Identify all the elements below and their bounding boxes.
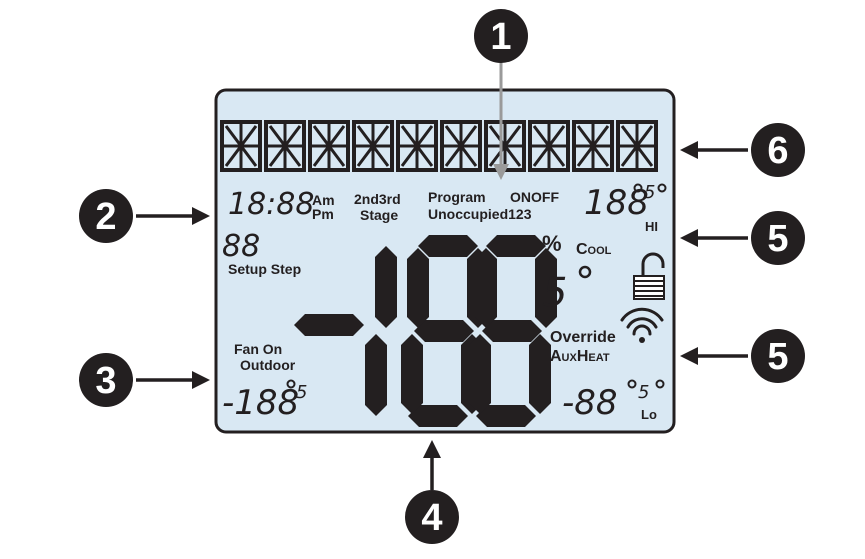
override-label: Override bbox=[550, 329, 616, 346]
callout-3: 3 bbox=[79, 353, 133, 407]
setpoint-hi-readout: 188 bbox=[584, 183, 649, 223]
svg-text:1: 1 bbox=[490, 16, 511, 58]
auxheat-label: AuxHeat bbox=[550, 348, 610, 365]
outdoor-temp-readout: -188 bbox=[222, 383, 299, 423]
degree-icon bbox=[657, 183, 667, 193]
program-label: Program bbox=[428, 189, 486, 205]
digit-8-segment bbox=[535, 248, 557, 328]
callout-4: 4 bbox=[405, 490, 459, 544]
clock-readout: 18:88 bbox=[228, 187, 314, 222]
unoccupied-label: Unoccupied123 bbox=[428, 206, 532, 222]
callout-1: 1 bbox=[474, 9, 528, 63]
sixteen-segment-char bbox=[264, 120, 306, 172]
digit-1-segment bbox=[365, 334, 387, 416]
sixteen-segment-char bbox=[308, 120, 350, 172]
am-label: Am bbox=[312, 192, 335, 208]
stage-label: Stage bbox=[360, 207, 399, 223]
main-temperature-display bbox=[294, 235, 557, 427]
setpoint-lo-fraction: 5 bbox=[638, 382, 649, 403]
callout-2: 2 bbox=[79, 189, 133, 243]
lock-icon bbox=[633, 252, 665, 300]
degree-icon bbox=[627, 379, 637, 389]
digit-8-segment bbox=[486, 235, 546, 257]
sixteen-segment-char bbox=[396, 120, 438, 172]
digit-8-segment bbox=[408, 405, 468, 427]
digit-8-segment bbox=[469, 334, 491, 414]
degree-icon bbox=[578, 265, 592, 279]
digit-8-segment bbox=[407, 248, 429, 328]
main-temp-fraction: 5 bbox=[542, 270, 567, 316]
callout-5-upper: 5 bbox=[751, 211, 805, 265]
sixteen-segment-char bbox=[528, 120, 570, 172]
digit-8-segment bbox=[418, 235, 478, 257]
digit-1-segment bbox=[375, 246, 397, 328]
svg-text:6: 6 bbox=[767, 130, 788, 172]
cool-label: Cool bbox=[576, 241, 612, 258]
svg-text:5: 5 bbox=[767, 218, 788, 260]
sixteen-segment-char bbox=[484, 120, 526, 172]
setpoint-hi-fraction: 5 bbox=[644, 182, 655, 203]
sixteen-segment-char bbox=[616, 120, 658, 172]
sixteen-segment-char bbox=[572, 120, 614, 172]
svg-text:2: 2 bbox=[95, 196, 116, 238]
minus-segment bbox=[294, 314, 364, 336]
pm-label: Pm bbox=[312, 206, 334, 222]
degree-icon bbox=[286, 379, 296, 389]
stage-top-label: 2nd3rd bbox=[354, 191, 401, 207]
svg-text:3: 3 bbox=[95, 360, 116, 402]
callout-5-lower: 5 bbox=[751, 329, 805, 383]
fan-on-label: Fan On bbox=[234, 341, 283, 357]
degree-icon bbox=[633, 183, 643, 193]
digit-8-segment bbox=[529, 334, 551, 414]
digit-8-segment bbox=[482, 320, 542, 342]
setup-step-label: Setup Step bbox=[228, 261, 302, 277]
svg-text:5: 5 bbox=[767, 336, 788, 378]
digit-8-segment bbox=[476, 405, 536, 427]
setup-digits: 88 bbox=[222, 229, 260, 264]
wireless-signal-icon bbox=[620, 307, 664, 343]
lcd-panel bbox=[214, 88, 676, 434]
onoff-label: ONOFF bbox=[510, 189, 559, 205]
sixteen-segment-char bbox=[352, 120, 394, 172]
alphanumeric-text-row bbox=[220, 120, 658, 172]
callout-6: 6 bbox=[751, 123, 805, 177]
digit-8-segment bbox=[401, 334, 423, 414]
outdoor-label: Outdoor bbox=[240, 357, 296, 373]
percent-label: % bbox=[542, 231, 562, 256]
outdoor-temp-fraction: 5 bbox=[296, 382, 307, 403]
setpoint-lo-readout: -88 bbox=[562, 383, 618, 423]
digit-8-segment bbox=[414, 320, 474, 342]
sixteen-segment-char bbox=[440, 120, 482, 172]
arrow-icon bbox=[136, 60, 748, 490]
sixteen-segment-char bbox=[220, 120, 262, 172]
degree-icon bbox=[655, 379, 665, 389]
digit-8-segment bbox=[475, 248, 497, 328]
svg-text:4: 4 bbox=[421, 497, 442, 539]
hi-label: HI bbox=[645, 219, 658, 234]
lo-label: Lo bbox=[641, 407, 657, 422]
